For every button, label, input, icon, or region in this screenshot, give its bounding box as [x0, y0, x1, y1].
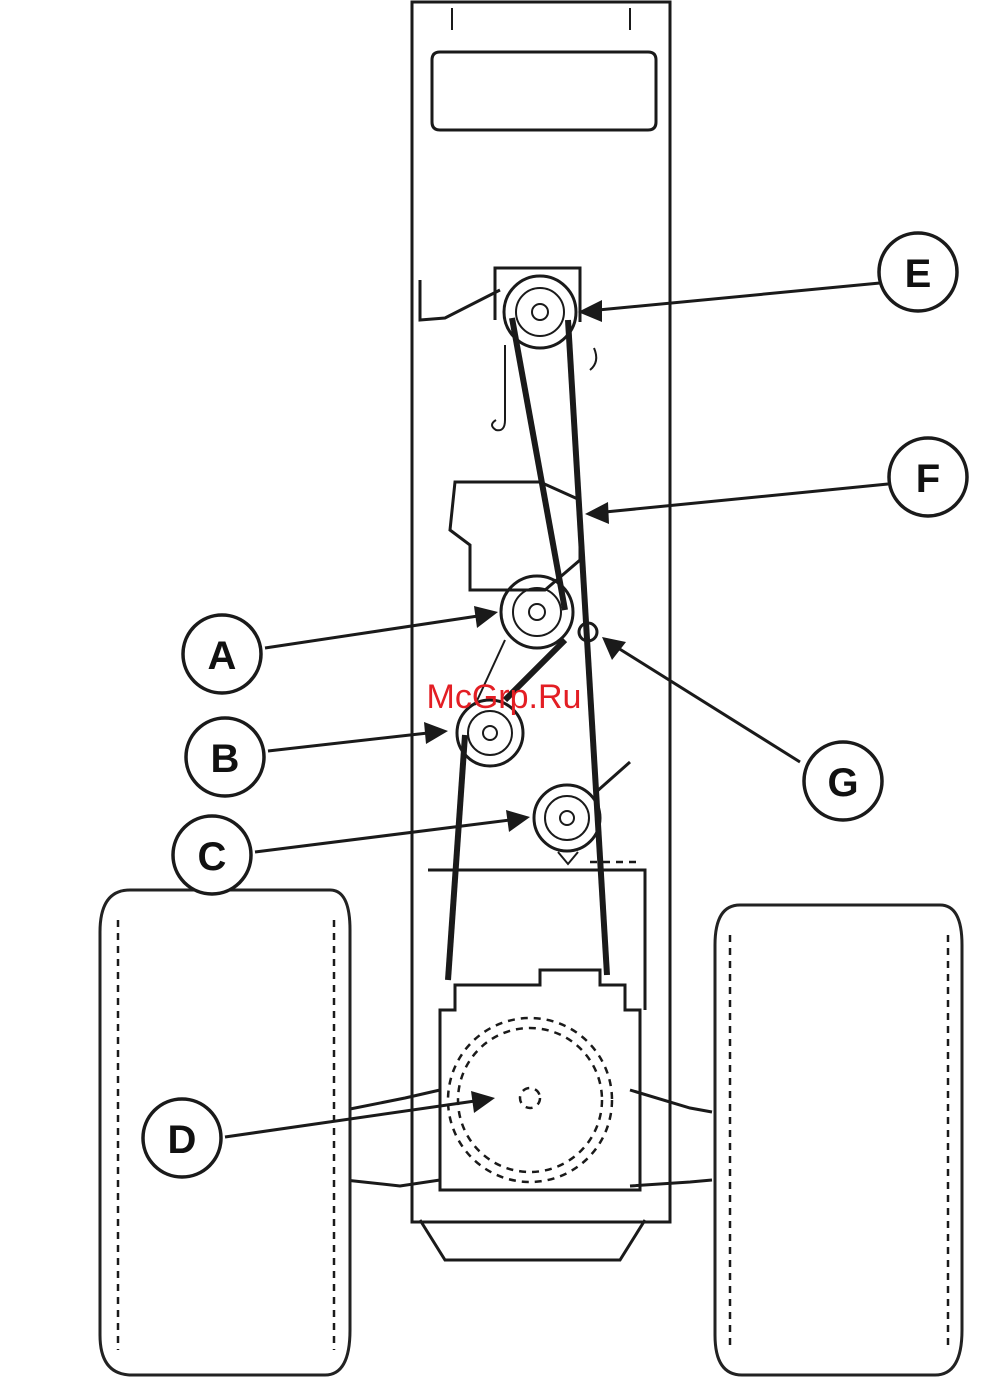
- idler-bracket-arm: [420, 280, 500, 320]
- left-tire: [100, 890, 350, 1375]
- callout-c-label: C: [198, 835, 227, 879]
- callout-a-label: A: [208, 634, 237, 678]
- callout-c: C: [173, 816, 251, 894]
- callout-e: E: [879, 233, 957, 311]
- callout-b-label: B: [211, 737, 240, 781]
- frame-cutout: [432, 52, 656, 130]
- drive-pulley-hub: [520, 1088, 540, 1108]
- rear-axle: [345, 970, 712, 1260]
- drive-belt: [448, 318, 607, 980]
- callout-g-label: G: [827, 761, 858, 805]
- callout-f-label: F: [916, 457, 940, 501]
- frame: [412, 2, 670, 1222]
- watermark-text: McGrp.Ru: [427, 678, 582, 716]
- tension-spring: [492, 345, 505, 430]
- pulley-a: [501, 576, 573, 648]
- callout-e-label: E: [905, 252, 932, 296]
- pulley-e: [504, 276, 576, 348]
- callout-d-label: D: [168, 1118, 197, 1162]
- callout-b: B: [186, 718, 264, 796]
- right-tire: [715, 905, 962, 1375]
- callout-a: A: [183, 615, 261, 693]
- axle-bottom-bracket: [420, 1220, 645, 1260]
- callout-f: F: [889, 438, 967, 516]
- pulley-c: [534, 762, 630, 864]
- callout-g: G: [804, 742, 882, 820]
- callout-d: D: [143, 1099, 221, 1177]
